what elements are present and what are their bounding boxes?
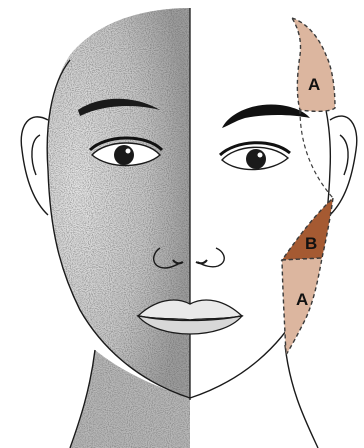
contour-zones <box>282 18 335 355</box>
zone-label-middle: B <box>305 234 317 253</box>
zone-label-lower: A <box>296 290 308 309</box>
zone-a-upper <box>292 18 335 111</box>
zone-label-upper: A <box>308 75 320 94</box>
left-face-shading <box>40 0 190 448</box>
